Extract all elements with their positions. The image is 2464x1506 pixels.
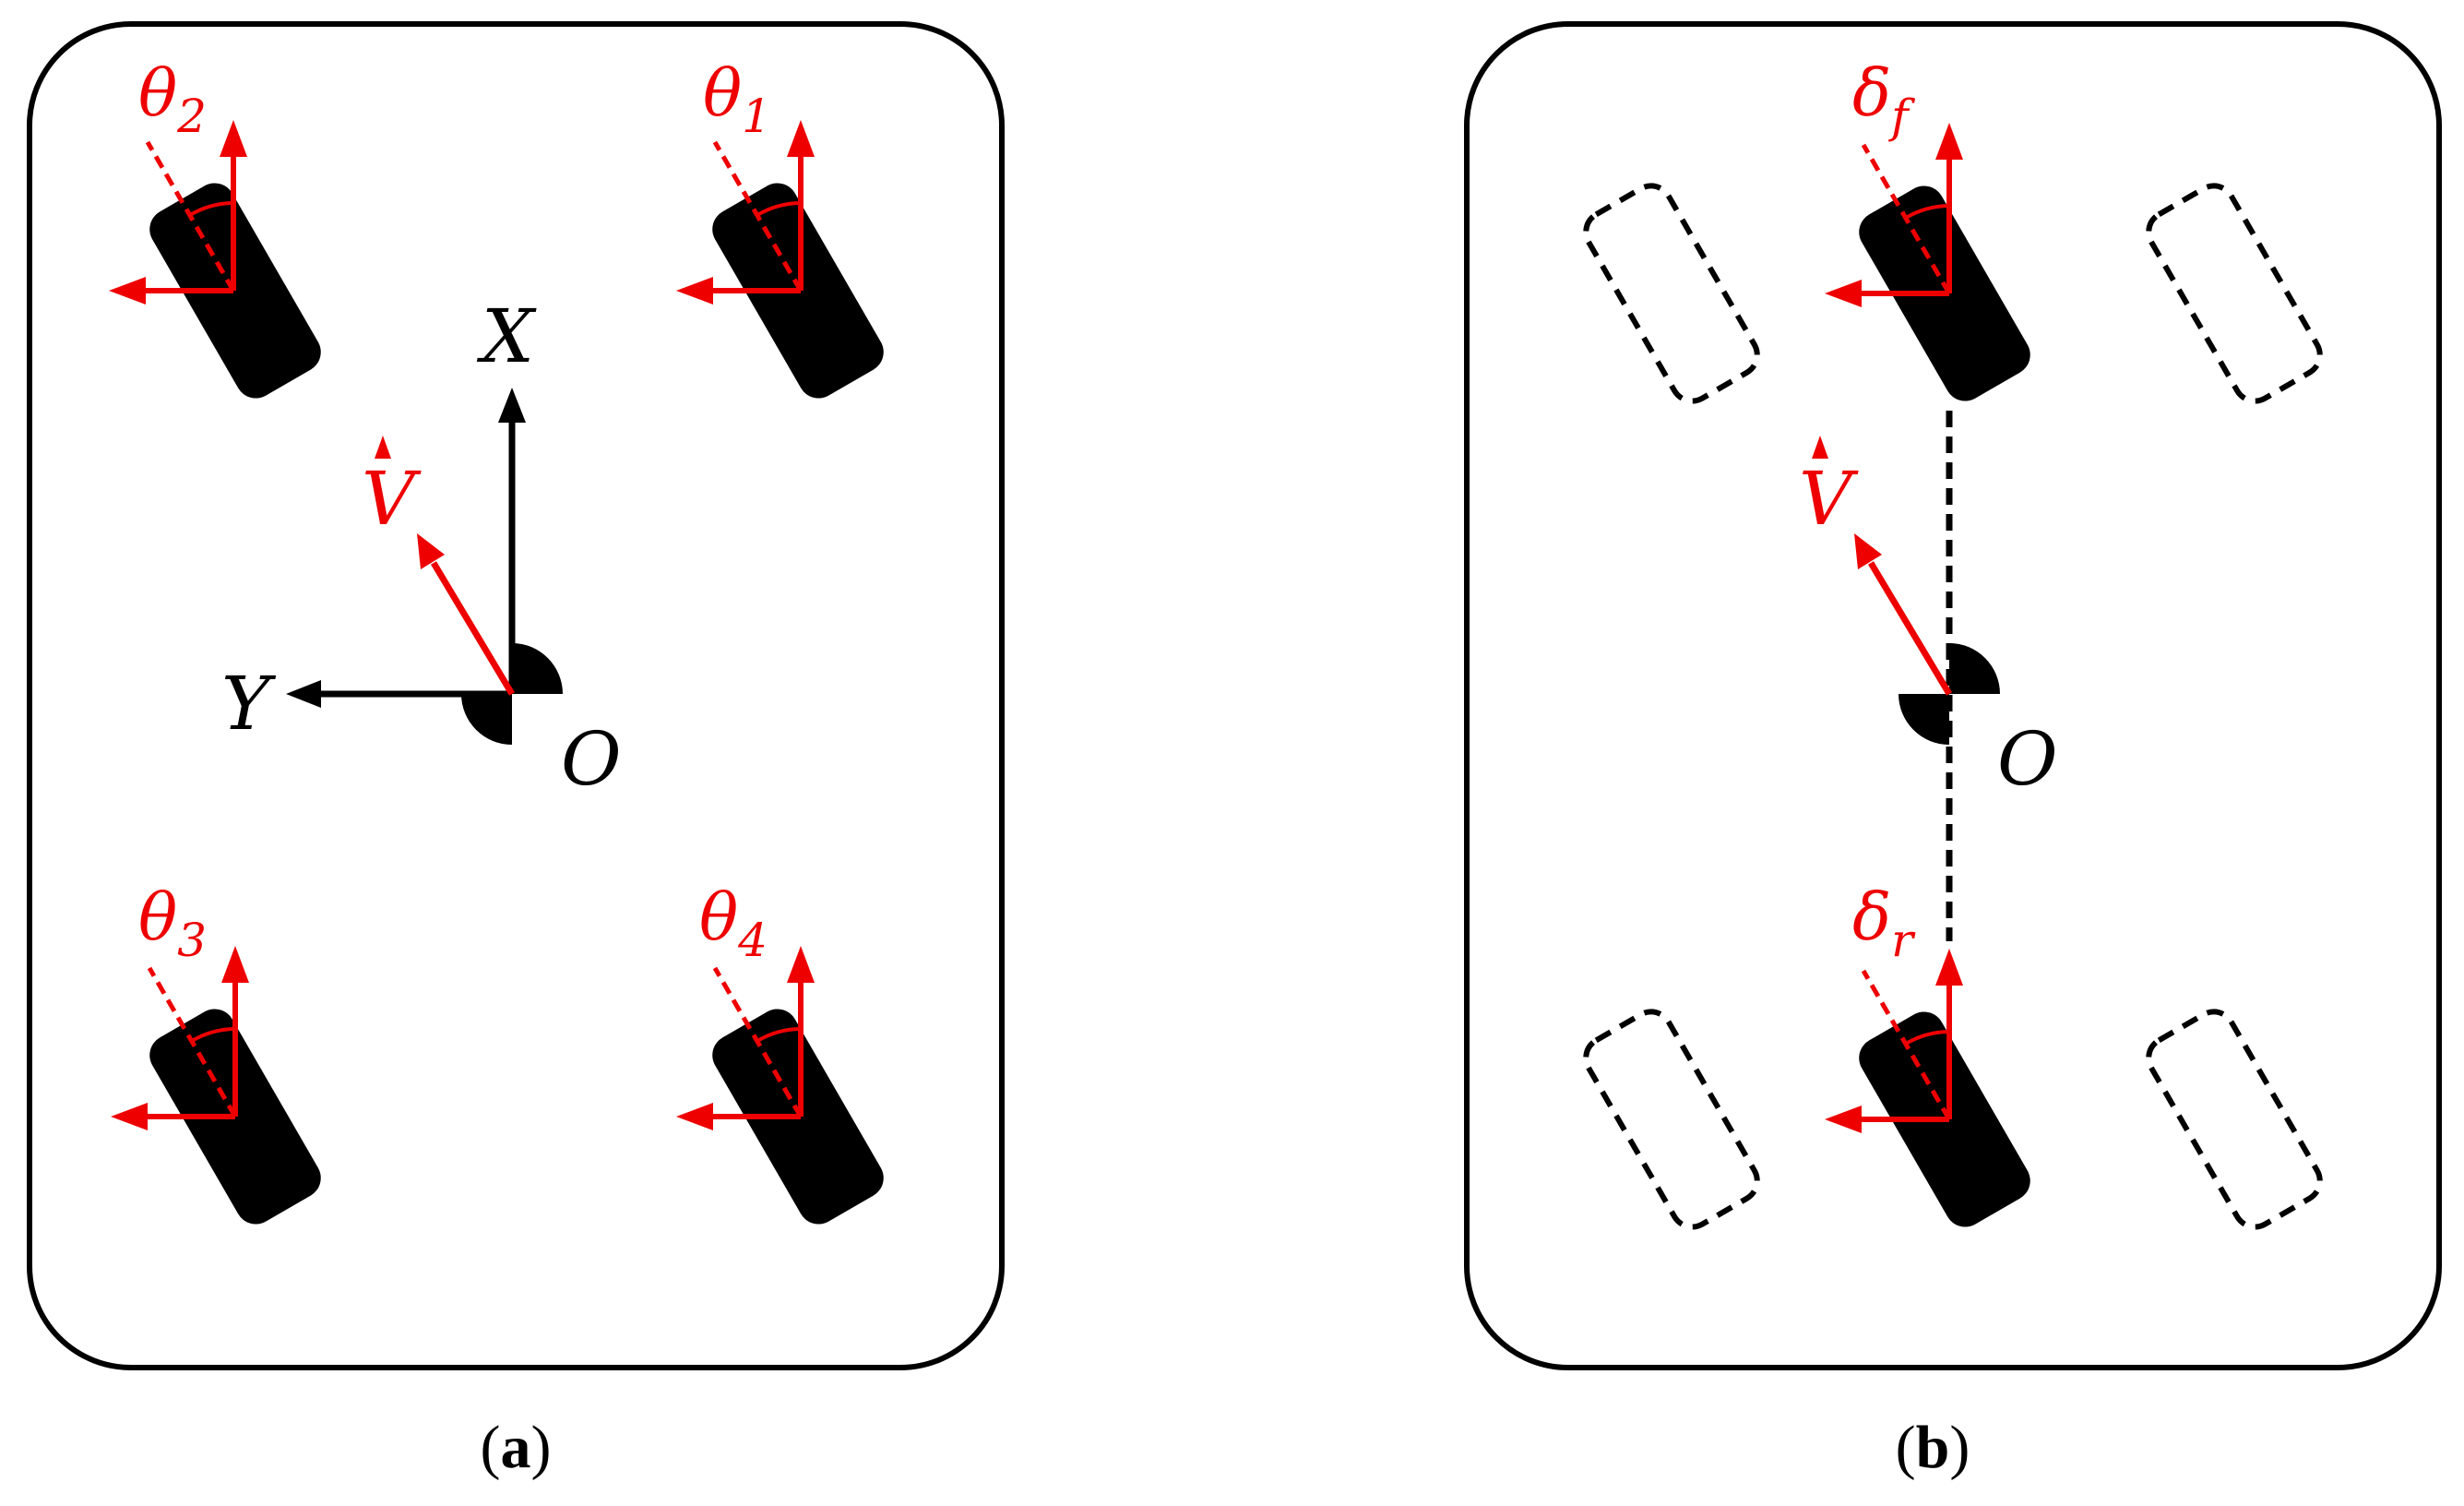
delta-f-label: δf xyxy=(1852,55,1915,143)
panel-b: δf δr O V (b) xyxy=(1464,21,2442,1481)
origin-label-b: O xyxy=(1997,716,2058,802)
velocity-arrow-a xyxy=(417,533,516,696)
theta-1-label: θ1 xyxy=(703,55,771,143)
theta-4-label: θ4 xyxy=(699,879,768,967)
caption-b: (b) xyxy=(1896,1414,1970,1481)
origin-label-a: O xyxy=(561,716,622,802)
axis-x-label: X xyxy=(476,293,537,379)
velocity-label-a: V xyxy=(362,456,422,542)
origin-marker-b xyxy=(1899,643,2000,745)
body-frame-a xyxy=(286,388,563,745)
panel-a: θ2 θ1 θ3 θ4 X Y O V (a) xyxy=(27,21,1005,1481)
ghost-wheel-front-left xyxy=(1578,178,1765,408)
vehicle-body-a xyxy=(27,21,1005,1370)
ghost-wheel-front-right xyxy=(2141,178,2327,408)
delta-r-label: δr xyxy=(1852,879,1916,967)
origin-marker-a xyxy=(512,643,563,694)
velocity-arrow-b xyxy=(1854,533,1953,696)
theta-2-label: θ2 xyxy=(138,55,207,143)
ghost-wheel-rear-left xyxy=(1578,1004,1765,1234)
ghost-wheel-rear-right xyxy=(2141,1004,2327,1234)
caption-a: (a) xyxy=(481,1414,552,1481)
axis-y-label: Y xyxy=(221,661,277,747)
velocity-label-b: V xyxy=(1799,456,1859,542)
theta-3-label: θ3 xyxy=(138,879,207,967)
vehicle-body-b xyxy=(1464,21,2442,1370)
